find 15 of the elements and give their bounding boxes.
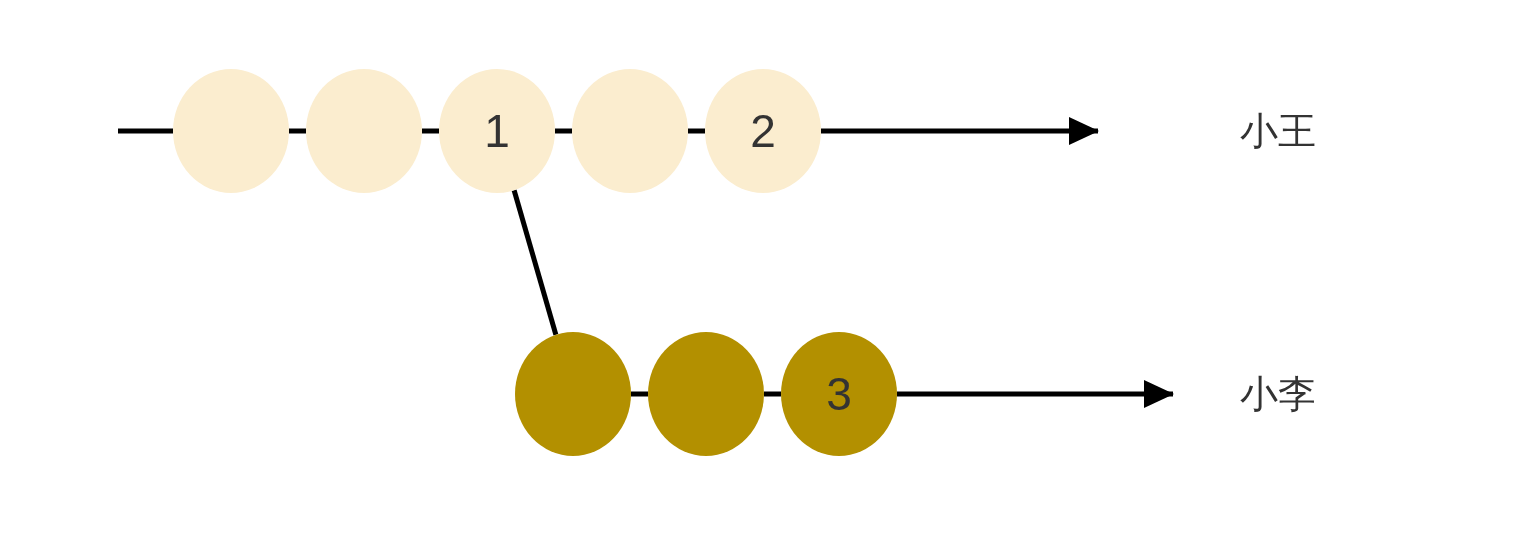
arrow	[821, 117, 1099, 145]
connector-line	[764, 391, 781, 397]
connector-line	[289, 128, 306, 134]
arrow	[897, 380, 1174, 408]
circle-node: 1	[439, 69, 555, 193]
connector-line	[688, 128, 705, 134]
circle-node: 2	[705, 69, 821, 193]
connector-line	[555, 128, 572, 134]
circle-node: 3	[781, 332, 897, 456]
connector-line	[511, 189, 559, 336]
connector-line	[422, 128, 439, 134]
connector-line	[631, 391, 648, 397]
line-label: 小李	[1240, 370, 1316, 418]
connector-line	[118, 128, 173, 134]
line-label: 小王	[1240, 107, 1316, 155]
